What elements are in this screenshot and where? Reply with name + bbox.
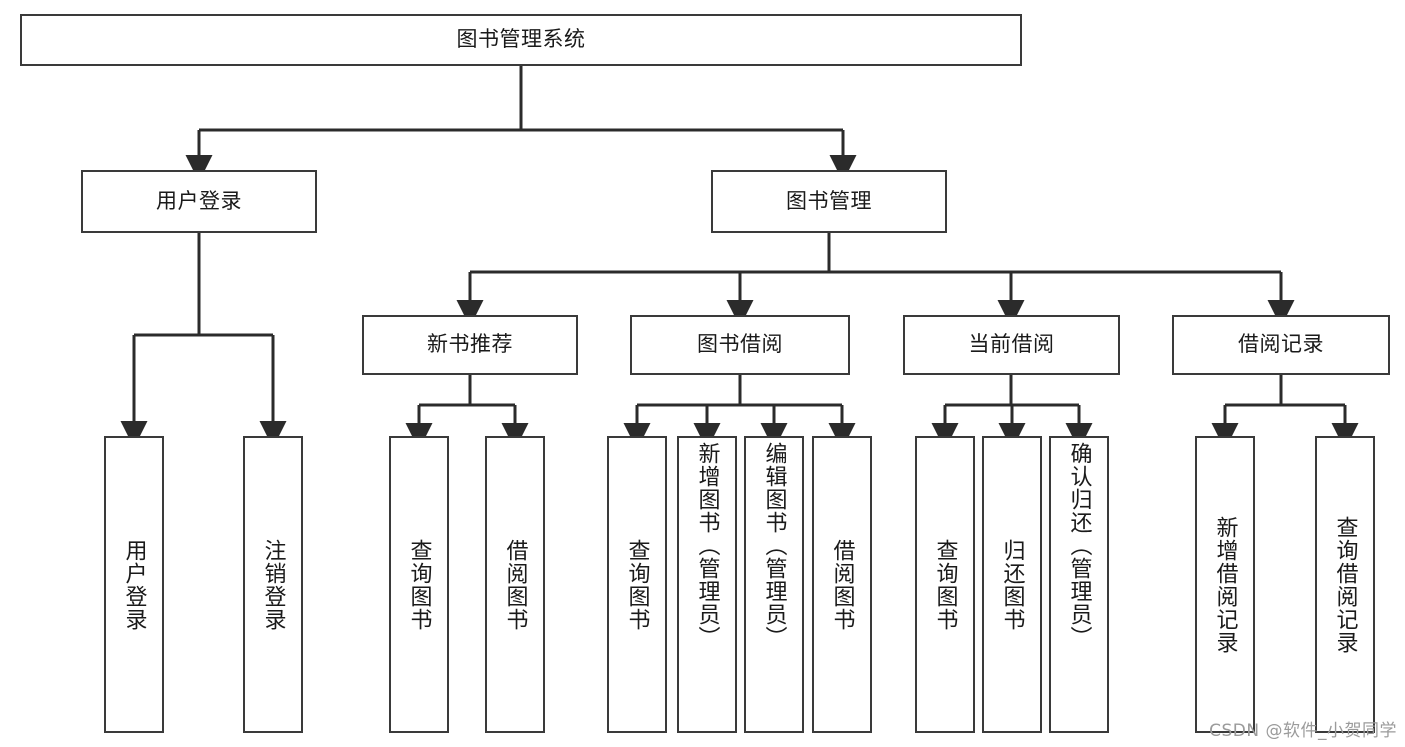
- node-book-borrow[interactable]: 图书借阅: [630, 315, 850, 375]
- node-leaf-current-confirm-return-label: 确认归还（管理员）: [1066, 442, 1092, 649]
- node-root-system-label: 图书管理系统: [456, 27, 586, 52]
- node-book-manage[interactable]: 图书管理: [711, 170, 947, 233]
- node-leaf-user-login-logout[interactable]: 注销登录: [243, 436, 303, 733]
- node-leaf-current-return-book[interactable]: 归还图书: [982, 436, 1042, 733]
- node-leaf-borrow-borrow-book[interactable]: 借阅图书: [812, 436, 872, 733]
- node-leaf-new-book-query-label: 查询图书: [406, 538, 432, 631]
- node-leaf-record-query-label: 查询借阅记录: [1332, 515, 1358, 654]
- node-leaf-new-book-query[interactable]: 查询图书: [389, 436, 449, 733]
- node-book-manage-label: 图书管理: [786, 188, 872, 213]
- node-leaf-borrow-borrow-book-label: 借阅图书: [829, 538, 855, 631]
- node-book-borrow-label: 图书借阅: [697, 332, 783, 357]
- node-leaf-current-query-book[interactable]: 查询图书: [915, 436, 975, 733]
- node-new-book-recommend-label: 新书推荐: [427, 332, 513, 357]
- node-leaf-new-book-borrow-label: 借阅图书: [502, 538, 528, 631]
- node-leaf-current-confirm-return[interactable]: 确认归还（管理员）: [1049, 436, 1109, 733]
- node-leaf-borrow-add-book[interactable]: 新增图书（管理员）: [677, 436, 737, 733]
- node-user-login[interactable]: 用户登录: [81, 170, 317, 233]
- node-leaf-new-book-borrow[interactable]: 借阅图书: [485, 436, 545, 733]
- node-user-login-label: 用户登录: [156, 188, 242, 213]
- node-borrow-record-label: 借阅记录: [1238, 332, 1324, 357]
- node-leaf-user-login-logout-label: 注销登录: [260, 538, 286, 631]
- node-leaf-borrow-query-book-label: 查询图书: [624, 538, 650, 631]
- node-leaf-user-login-login[interactable]: 用户登录: [104, 436, 164, 733]
- node-borrow-record[interactable]: 借阅记录: [1172, 315, 1390, 375]
- node-current-borrow-label: 当前借阅: [968, 332, 1055, 357]
- node-leaf-current-return-book-label: 归还图书: [999, 538, 1025, 631]
- node-leaf-borrow-add-book-label: 新增图书（管理员）: [694, 442, 720, 649]
- node-current-borrow[interactable]: 当前借阅: [903, 315, 1120, 375]
- csdn-watermark: CSDN @软件_小贺同学: [1209, 721, 1397, 741]
- node-leaf-borrow-edit-book[interactable]: 编辑图书（管理员）: [744, 436, 804, 733]
- node-leaf-record-add[interactable]: 新增借阅记录: [1195, 436, 1255, 733]
- node-leaf-record-query[interactable]: 查询借阅记录: [1315, 436, 1375, 733]
- node-leaf-borrow-query-book[interactable]: 查询图书: [607, 436, 667, 733]
- node-leaf-current-query-book-label: 查询图书: [932, 538, 958, 631]
- node-leaf-user-login-login-label: 用户登录: [121, 538, 147, 631]
- node-leaf-borrow-edit-book-label: 编辑图书（管理员）: [761, 442, 787, 649]
- node-leaf-record-add-label: 新增借阅记录: [1212, 515, 1238, 654]
- node-root-system[interactable]: 图书管理系统: [20, 14, 1022, 66]
- node-new-book-recommend[interactable]: 新书推荐: [362, 315, 578, 375]
